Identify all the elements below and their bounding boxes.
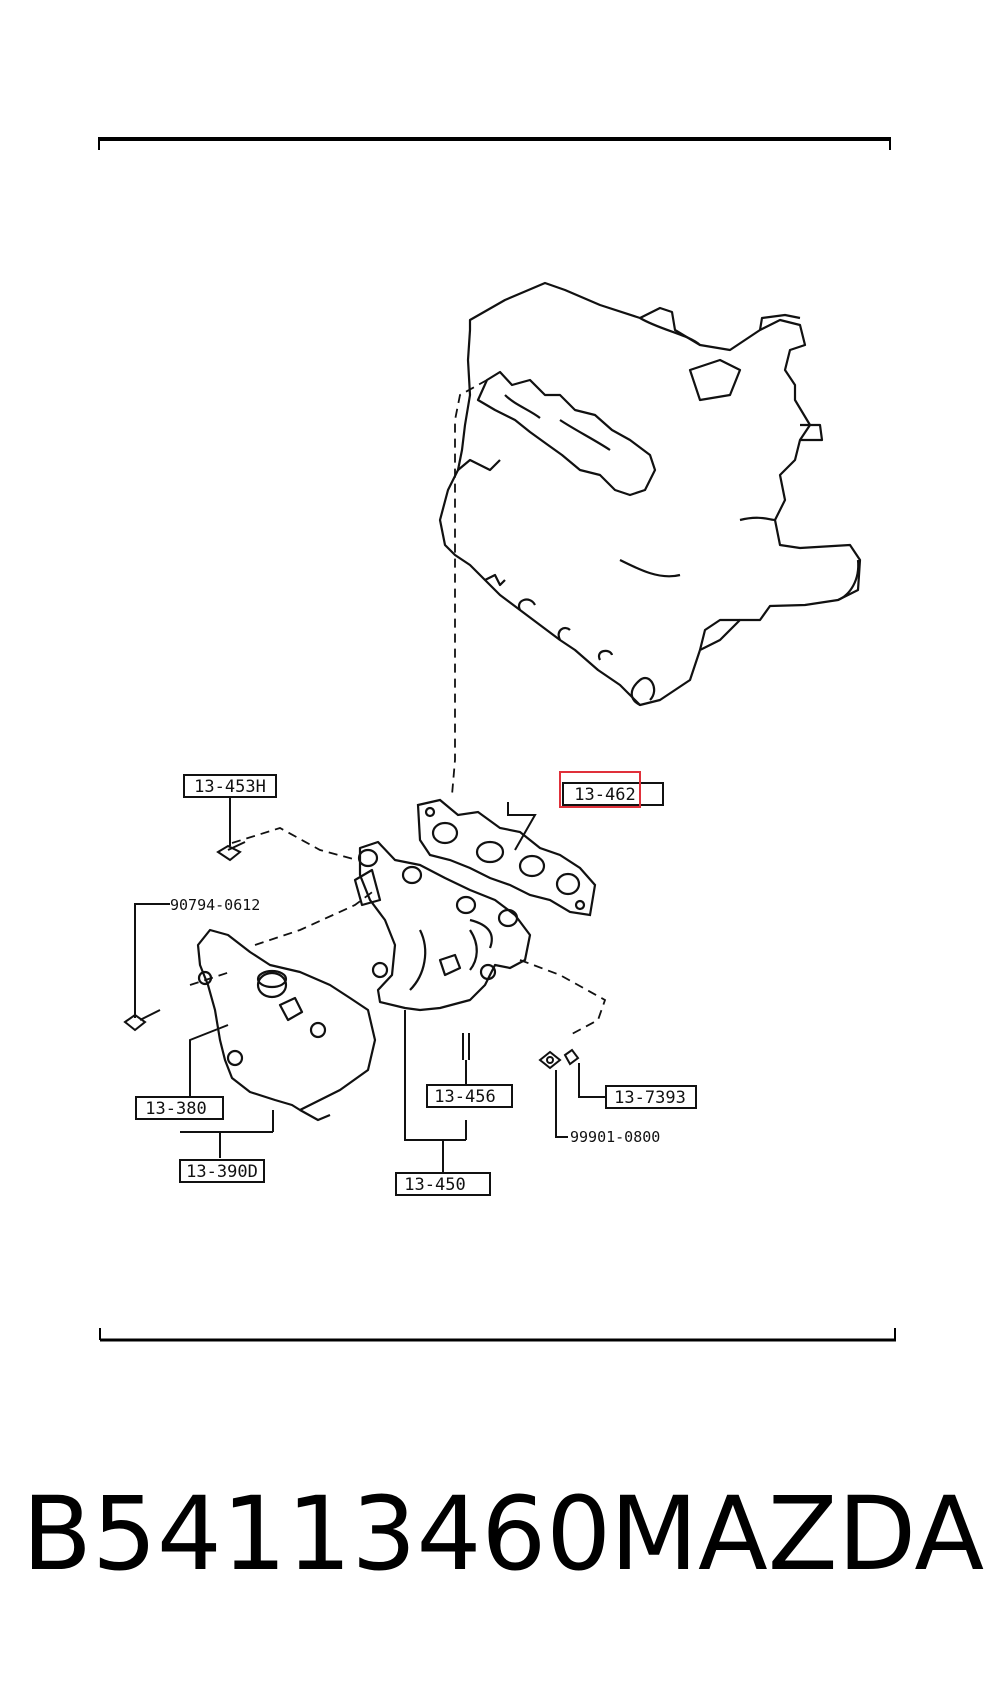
label-13-453h[interactable]: 13-453H xyxy=(183,774,277,798)
label-13-7393[interactable]: 13-7393 xyxy=(605,1085,697,1109)
part-number-caption: B54113460 xyxy=(22,1475,612,1594)
exhaust-manifold-gasket xyxy=(416,798,597,917)
highlight-box-13-462 xyxy=(559,771,641,808)
exhaust-manifold xyxy=(353,840,532,1012)
label-13-450[interactable]: 13-450 xyxy=(395,1172,491,1196)
label-13-380[interactable]: 13-380 xyxy=(135,1096,224,1120)
fastener-hardware xyxy=(123,841,580,1070)
label-text: 13-456 xyxy=(434,1087,495,1107)
brand-caption: MAZDA xyxy=(610,1475,985,1594)
label-13-462[interactable]: 13-462 xyxy=(562,782,664,806)
label-text: 13-450 xyxy=(404,1175,465,1195)
label-text: 13-462 xyxy=(574,785,635,805)
label-text: 13-390D xyxy=(186,1162,258,1182)
ref-99901-0800: 99901-0800 xyxy=(570,1128,660,1146)
label-13-390d[interactable]: 13-390D xyxy=(179,1159,265,1183)
label-text: 13-380 xyxy=(145,1099,206,1119)
ref-90794-0612: 90794-0612 xyxy=(170,896,260,914)
heat-insulator xyxy=(196,928,377,1122)
caption: B54113460 MAZDA xyxy=(0,1470,992,1610)
label-13-456[interactable]: 13-456 xyxy=(426,1084,513,1108)
label-text: 13-453H xyxy=(194,777,266,797)
label-text: 13-7393 xyxy=(614,1088,686,1108)
engine-block-drawing xyxy=(438,281,862,707)
assembly-guide-lines xyxy=(189,379,607,1036)
